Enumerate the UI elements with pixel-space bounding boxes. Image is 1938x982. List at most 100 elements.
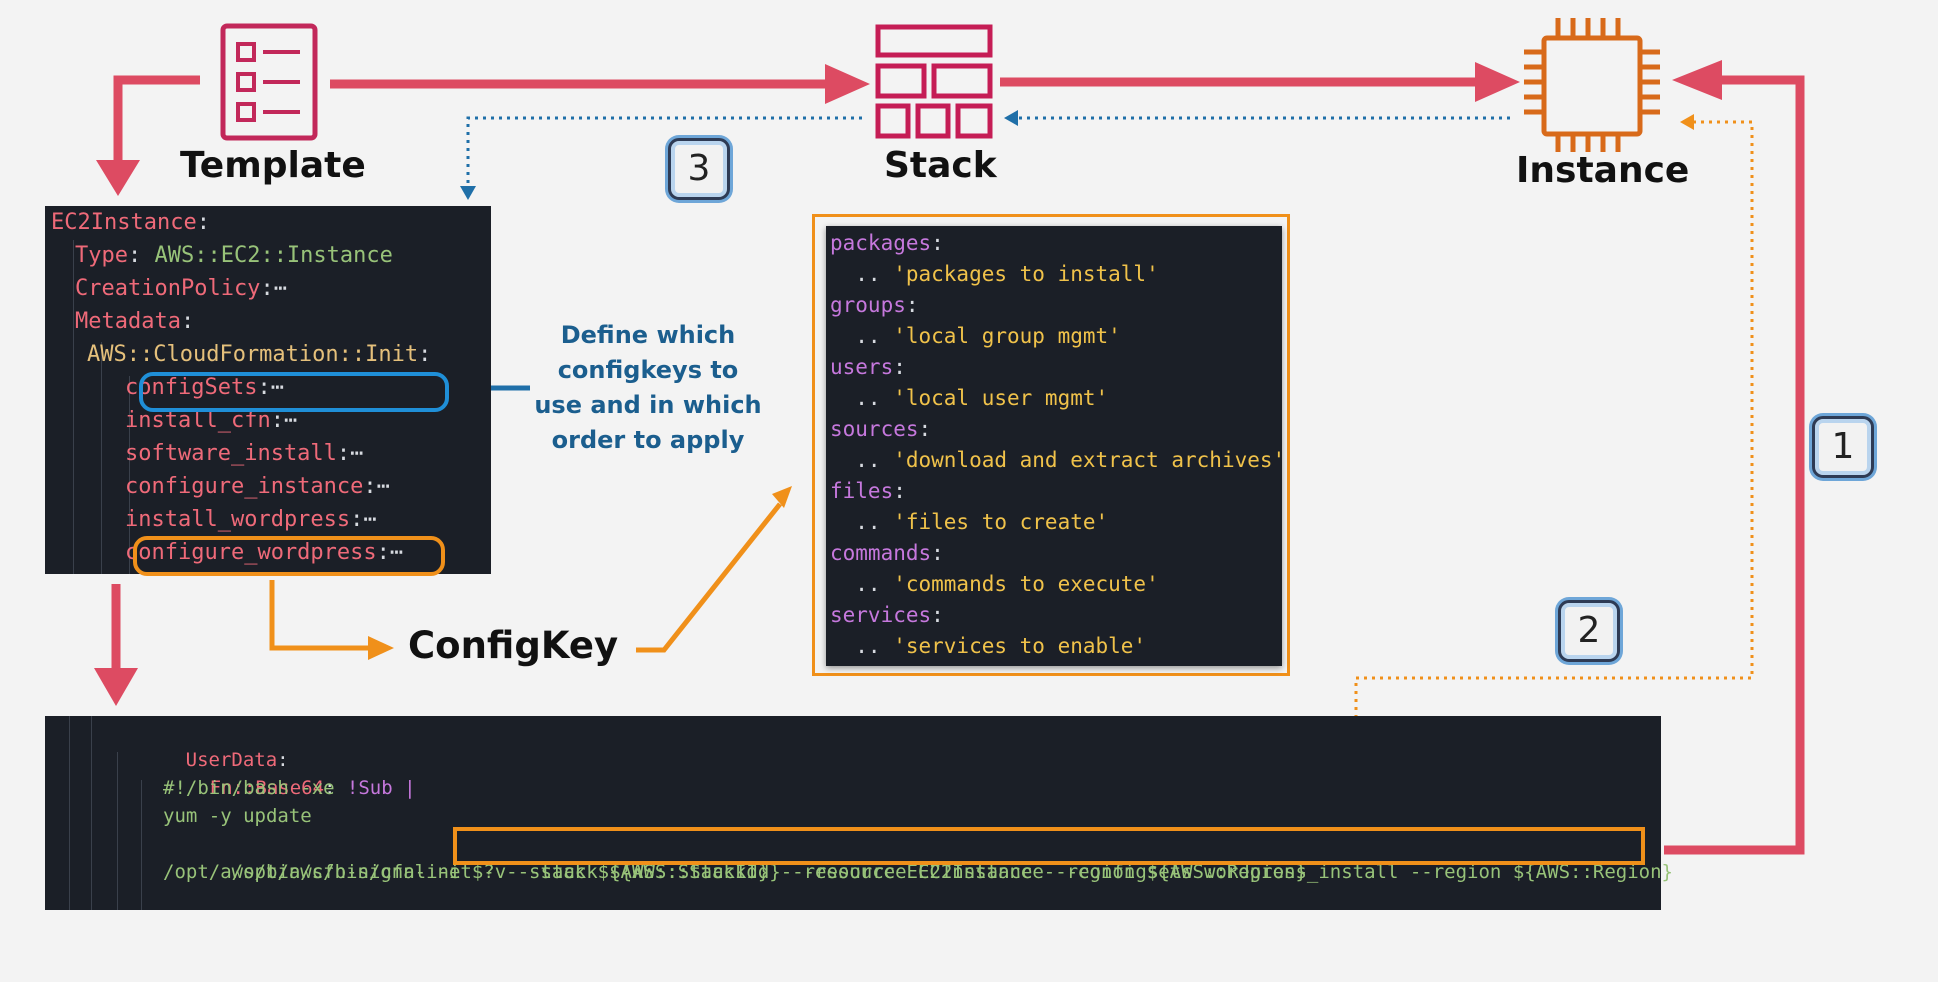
userdata-code-panel: UserData: Fn::Base64: !Sub | #!/bin/bash…	[45, 716, 1673, 910]
configure-wordpress-highlight	[133, 536, 445, 576]
code-separator: :	[260, 276, 274, 301]
code-key: Type	[75, 243, 128, 268]
code-separator: :	[350, 507, 364, 532]
config-code-line: users:	[830, 352, 906, 383]
code-key: software_install	[125, 441, 337, 466]
code-key: install_wordpress	[125, 507, 351, 532]
config-code-line: .. 'local user mgmt'	[830, 383, 1108, 414]
dotted-head-instance	[1680, 114, 1694, 130]
code-key: AWS::CloudFormation::Init	[87, 342, 419, 367]
template-code-line: AWS::CloudFormation::Init:	[87, 338, 431, 372]
indent-guide	[91, 716, 92, 910]
template-code-line: EC2Instance:	[51, 206, 210, 240]
script-line-update: yum -y update	[163, 805, 312, 827]
config-separator: ..	[830, 324, 894, 348]
dotted-head-template	[460, 186, 476, 200]
cfn-init-command: /opt/aws/bin/cfn-init -v	[231, 861, 518, 883]
fn-base64-value: !Sub |	[346, 777, 416, 799]
config-key: files	[830, 479, 894, 503]
config-description: 'packages to install'	[893, 262, 1159, 286]
code-value: ⋯	[273, 276, 287, 301]
config-separator: :	[918, 417, 932, 441]
code-separator: :	[180, 309, 195, 334]
config-code-line: groups:	[830, 290, 919, 321]
code-value: ⋯	[350, 441, 364, 466]
template-code-line: Metadata:	[75, 305, 194, 339]
indent-guide	[141, 780, 142, 910]
config-separator: ..	[830, 448, 894, 472]
code-separator: :	[336, 441, 351, 466]
instance-chip-icon	[1524, 18, 1660, 152]
config-code-line: commands:	[830, 538, 944, 569]
arrowhead-code	[96, 160, 140, 196]
code-separator: :	[376, 540, 390, 565]
code-separator: :	[127, 243, 155, 268]
cfn-init-args: --stack ${AWS::StackId} --resource EC2In…	[517, 861, 1673, 883]
indent-guide	[73, 240, 74, 574]
template-icon	[220, 23, 318, 141]
code-value: ⋯	[270, 375, 284, 400]
config-code-line: files:	[830, 476, 906, 507]
code-separator: :	[363, 474, 377, 499]
config-code-line: .. 'packages to install'	[830, 259, 1159, 290]
arrow-template-to-code	[113, 75, 200, 170]
code-separator: :	[196, 210, 210, 235]
code-separator: :	[418, 342, 432, 367]
config-separator: ..	[830, 510, 894, 534]
cfn-init-args-highlight	[453, 827, 1645, 865]
configkey-code-panel: packages: .. 'packages to install'groups…	[826, 226, 1285, 666]
template-code-line: install_cfn:⋯	[125, 404, 297, 438]
instance-label: Instance	[1516, 150, 1690, 191]
template-code-line: configure_instance:⋯	[125, 470, 390, 504]
step-badge-1: 1	[1812, 416, 1874, 478]
config-separator: :	[931, 231, 944, 255]
config-separator: ..	[830, 572, 894, 596]
config-code-line: packages:	[830, 228, 944, 259]
config-code-line: .. 'download and extract archives'	[830, 445, 1285, 476]
config-key: users	[830, 355, 894, 379]
code-key: configure_wordpress	[125, 540, 377, 565]
config-separator: :	[905, 293, 919, 317]
configkey-label: ConfigKey	[408, 624, 619, 667]
template-code-line: install_wordpress:⋯	[125, 503, 377, 537]
stack-icon	[875, 24, 993, 139]
template-label: Template	[180, 145, 366, 186]
config-key: sources	[830, 417, 919, 441]
config-separator: ..	[830, 386, 894, 410]
userdata-key: UserData	[185, 749, 278, 771]
config-code-line: .. 'services to enable'	[830, 631, 1146, 662]
code-separator: :	[257, 375, 271, 400]
indent-guide	[69, 716, 70, 910]
config-code-line: .. 'local group mgmt'	[830, 321, 1121, 352]
config-key: commands	[830, 541, 932, 565]
fn-base64-key: Fn::Base64	[209, 777, 325, 799]
code-key: configure_instance	[125, 474, 364, 499]
script-line-cfn-signal: /opt/aws/bin/cfn-signal -e $? --stack ${…	[163, 861, 1307, 883]
arrow-configkey-to-panel	[636, 502, 782, 653]
config-separator: :	[893, 355, 906, 379]
configsets-highlight	[139, 372, 449, 412]
script-line-shebang: #!/bin/bash -xe	[163, 777, 335, 799]
arrowhead-instance-right	[1672, 60, 1722, 100]
configsets-note: Define which configkeys to use and in wh…	[534, 321, 762, 454]
arrowhead-panel	[772, 486, 792, 508]
indent-guide	[117, 752, 118, 910]
code-key: EC2Instance	[51, 210, 197, 235]
arrowhead-userdata	[94, 668, 138, 706]
arrowhead-stack	[825, 64, 870, 104]
code-key: Metadata	[75, 309, 181, 334]
config-separator: :	[893, 479, 906, 503]
code-value: ⋯	[376, 474, 390, 499]
config-description: 'download and extract archives'	[893, 448, 1286, 472]
config-code-line: .. 'commands to execute'	[830, 569, 1159, 600]
config-separator: :	[931, 603, 944, 627]
step-badge-3: 3	[668, 138, 730, 200]
script-line-cfn-init: /opt/aws/bin/cfn-init -v --stack ${AWS::…	[163, 830, 1673, 883]
code-key: install_cfn	[125, 408, 271, 433]
template-code-line: configure_wordpress:⋯	[125, 536, 403, 570]
config-description: 'commands to execute'	[893, 572, 1159, 596]
code-value: ⋯	[389, 540, 404, 565]
config-code-line: services:	[830, 600, 944, 631]
code-value: ⋯	[283, 408, 298, 433]
config-separator: ..	[830, 262, 894, 286]
